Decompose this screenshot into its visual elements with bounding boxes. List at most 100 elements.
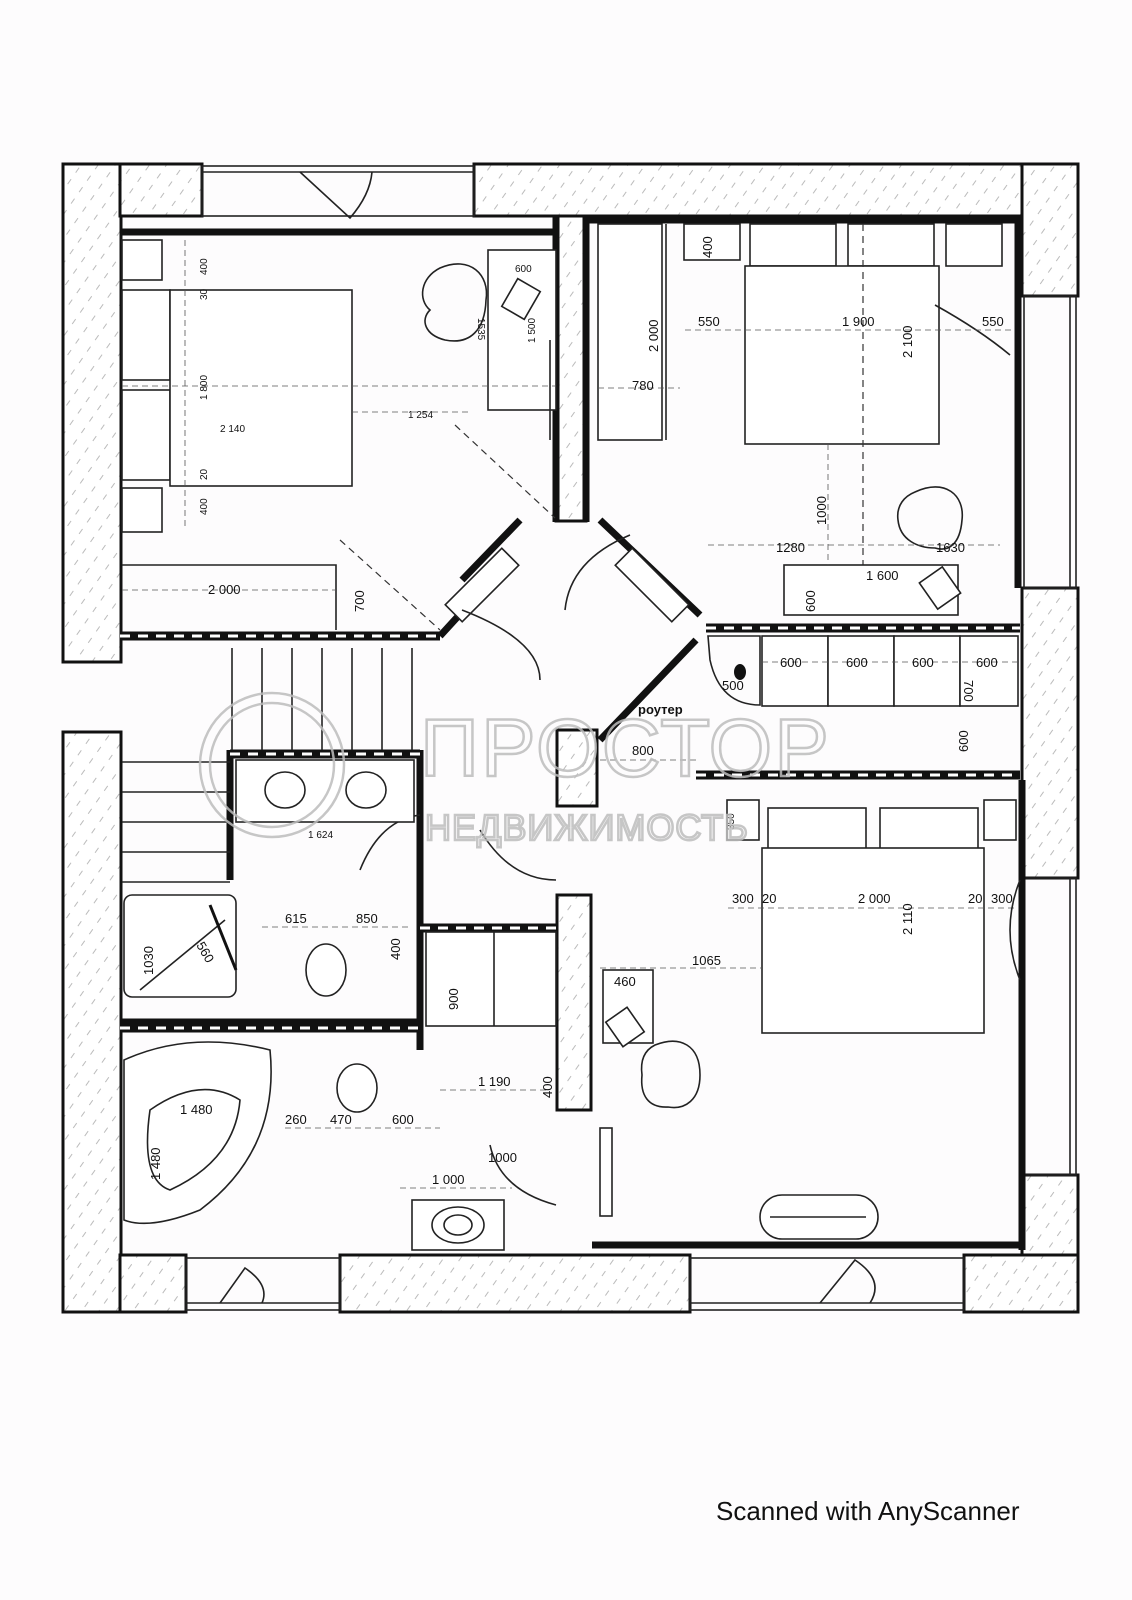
staircase [122,648,413,883]
cabinet [959,635,1019,707]
scan-caption: Scanned with AnyScanner [716,1496,1020,1526]
built-in-cabinet [425,931,557,1027]
hall-storage: 500 600 600 600 700 600 600 [707,635,1019,752]
dim-label: 2 000 [858,891,891,906]
bedroom-bottom-right: 350 300 20 2 000 2 110 20 300 1065 460 [599,799,1021,1240]
door-leaf [614,547,690,623]
dim-label: 400 [199,498,210,515]
dim-label: 1 800 [199,375,210,400]
chair-icon [421,263,488,342]
dim-label: 600 [912,655,934,670]
laptop-icon [918,565,962,611]
dim-label: 1 900 [842,314,875,329]
toilet-icon [305,943,347,997]
dim-label: 1 254 [408,410,433,421]
cabinet [827,635,895,707]
bedroom-top-left: 400 30 1 800 2 140 1 254 20 400 600 1535… [121,239,557,631]
sink-icon [345,771,387,809]
dim-label: 1630 [936,540,965,555]
dim-label: 700 [352,590,367,612]
dim-label: 30 [199,288,210,300]
chair-icon [640,1040,701,1109]
dim-label: 780 [632,378,654,393]
dim-label: 550 [698,314,720,329]
cabinet [761,635,829,707]
nightstand [945,223,1003,267]
dim-label: 600 [392,1112,414,1127]
dim-label: 1 480 [148,1147,163,1180]
dim-label: 300 [991,891,1013,906]
pillow [767,807,867,854]
dim-label: 550 [982,314,1004,329]
dim-label: 1000 [488,1150,517,1165]
dim-label: 400 [540,1076,555,1098]
dim-label: 600 [515,264,532,275]
dim-label: 1 000 [432,1172,465,1187]
dim-label: 500 [722,678,744,693]
dim-label: 600 [846,655,868,670]
sink-icon [264,771,306,809]
watermark-brand: ПРОСТОР [420,703,831,794]
wardrobe [597,223,663,441]
dim-label: 900 [446,988,461,1010]
radiator [599,1127,613,1217]
dim-label: 20 [968,891,982,906]
bathroom-upper: 1 624 1030 560 615 850 400 900 [123,759,557,1027]
exterior-walls [61,162,1080,1314]
nightstand [983,799,1017,841]
dim-label: 1000 [814,496,829,525]
dim-label: 470 [330,1112,352,1127]
nightstand [121,487,163,533]
laptop-icon [604,1006,646,1048]
chair-icon [896,486,964,550]
dim-label: 2 100 [900,325,915,358]
dim-label: 400 [199,258,210,275]
double-bed [169,289,353,487]
dim-label: 1535 [475,318,486,341]
shower-tray [123,894,237,998]
dim-label: 1065 [692,953,721,968]
cabinet [893,635,961,707]
dim-label: 600 [976,655,998,670]
dim-label: 600 [803,590,818,612]
pillow-left-upper [121,289,171,381]
dim-label: 1030 [141,946,156,975]
corner-bathtub [123,1041,272,1225]
laptop-icon [500,277,542,321]
pillow [879,807,979,854]
watermark: ПРОСТОР НЕДВИЖИМОСТЬ [198,691,831,849]
dim-label: 260 [285,1112,307,1127]
watermark-subtitle: НЕДВИЖИМОСТЬ [425,807,749,848]
desk [487,249,557,411]
boiler-icon [734,664,746,680]
bidet-icon [336,1063,378,1113]
pillow [847,223,935,267]
dim-label: 800 [632,743,654,758]
dim-label: 2 000 [208,582,241,597]
washbasin [411,1199,505,1251]
bedroom-top-right: 400 2 000 550 1 900 2 100 550 780 1000 1… [597,223,1015,620]
dim-label: 1 600 [866,568,899,583]
bathroom-lower: 1 480 1 480 260 470 600 1 190 400 1000 1… [123,1041,557,1251]
double-bed [761,847,985,1034]
dim-label: 1 480 [180,1102,213,1117]
dim-label: 460 [614,974,636,989]
dim-label: 300 [732,891,754,906]
dim-label: 20 [199,468,210,480]
router-label: роутер [638,702,683,717]
dim-label: 2 140 [220,424,245,435]
dim-label: 1 500 [527,318,538,343]
nightstand [121,239,163,281]
dim-label: 850 [356,911,378,926]
interior-walls [120,216,1026,1250]
dim-label: 615 [285,911,307,926]
dim-label: 20 [762,891,776,906]
dim-label: 350 [726,813,737,830]
dim-label: 1 624 [308,830,333,841]
dim-label: 1280 [776,540,805,555]
nightstand [726,799,760,841]
hall: роутер 800 [122,534,696,883]
dim-label: 400 [388,938,403,960]
dim-label: 2 110 [900,903,915,935]
